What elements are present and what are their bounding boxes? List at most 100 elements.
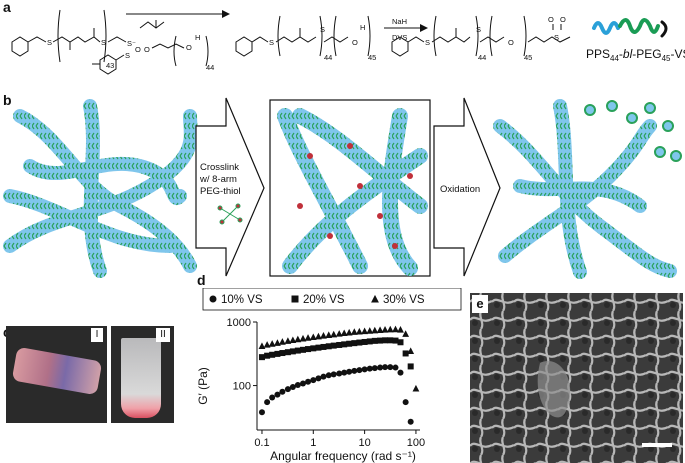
data-point-circle (366, 365, 373, 372)
data-point-triangle (294, 335, 302, 343)
data-point-square (305, 346, 312, 353)
data-point-circle (299, 380, 306, 387)
sem-texture (470, 293, 683, 463)
series-triangle (258, 325, 420, 392)
chart-marks (258, 325, 420, 425)
svg-text:S: S (425, 38, 430, 47)
legend-box (202, 288, 462, 311)
crosslink-dots (297, 143, 413, 249)
data-point-triangle (376, 326, 384, 333)
x-tick-label: 1 (310, 437, 316, 449)
data-point-square (289, 348, 296, 355)
data-point-triangle (335, 330, 343, 337)
data-point-square (341, 341, 348, 348)
data-point-circle (320, 373, 327, 380)
data-point-circle (387, 364, 394, 371)
oxidation-label: Oxidation (440, 184, 480, 195)
svg-text:45: 45 (368, 53, 376, 62)
legend-label: 20% VS (303, 294, 345, 306)
data-point-square (397, 339, 404, 346)
data-point-triangle (278, 338, 286, 345)
photo-vial-II: II (111, 326, 174, 423)
data-point-triangle (366, 327, 374, 334)
svg-text:DVS: DVS (392, 33, 407, 42)
data-point-triangle (361, 327, 369, 335)
data-point-circle (361, 366, 368, 373)
data-point-square (310, 345, 317, 352)
data-point-circle (341, 369, 348, 376)
data-point-circle (315, 375, 322, 382)
svg-text:45: 45 (524, 53, 532, 62)
product-label: PPS44-bl-PEG45-VS (586, 47, 685, 63)
panel-label-b: b (3, 92, 12, 108)
panel-label-a: a (3, 0, 11, 15)
svg-text:S: S (476, 25, 481, 34)
panel-label-e: e (472, 295, 488, 313)
data-point-circle (269, 394, 276, 401)
data-point-square (284, 349, 291, 356)
data-point-square (377, 337, 384, 344)
benzene-ring-1 (11, 36, 29, 57)
data-point-circle (392, 364, 399, 371)
data-point-triangle (309, 333, 317, 341)
y-axis-label: G′ (Pa) (196, 367, 210, 405)
data-point-triangle (386, 325, 394, 333)
data-point-triangle (315, 332, 322, 340)
data-point-square (392, 337, 399, 344)
data-point-circle (294, 382, 301, 389)
data-point-circle (346, 368, 353, 375)
series-square (258, 337, 414, 370)
data-point-circle (382, 364, 389, 371)
data-point-square (387, 337, 394, 344)
series-circle (258, 364, 414, 425)
svg-text:S⁻: S⁻ (127, 39, 136, 48)
fiber-network-zoom (277, 108, 428, 276)
data-point-square (346, 340, 353, 347)
svg-text:O: O (508, 38, 514, 47)
data-point-triangle (274, 339, 281, 346)
data-point-square (336, 341, 343, 348)
svg-text:O: O (135, 45, 141, 54)
data-point-square (269, 351, 276, 358)
data-point-triangle (345, 328, 353, 336)
legend-label: 30% VS (383, 294, 425, 306)
data-point-square (325, 343, 332, 350)
svg-text:S: S (125, 51, 130, 60)
crosslink-label-3: PEG-thiol (200, 186, 241, 197)
svg-text:S: S (554, 33, 559, 42)
sem-image: e (470, 293, 683, 463)
data-point-triangle (350, 328, 358, 335)
data-point-square (315, 344, 322, 351)
cuvette (121, 338, 161, 418)
scheme-b: Crosslink w/ 8-arm PEG-thiol Oxidation (3, 97, 682, 279)
micelles (584, 100, 682, 162)
data-point-circle (279, 388, 286, 395)
data-point-triangle (258, 342, 266, 349)
svg-text:O: O (352, 38, 358, 47)
data-point-circle (284, 386, 291, 393)
data-point-circle (264, 399, 271, 406)
data-point-triangle (397, 325, 404, 333)
photo-label-II: II (156, 328, 170, 342)
svg-text:O: O (186, 43, 192, 52)
data-point-triangle (402, 330, 410, 337)
svg-text:NaH: NaH (392, 17, 407, 26)
svg-text:S: S (47, 38, 52, 47)
svg-text:43: 43 (106, 61, 114, 70)
data-point-circle (402, 399, 409, 406)
data-point-square (366, 338, 373, 345)
x-tick-label: 10 (358, 437, 370, 449)
data-point-circle (305, 378, 312, 385)
data-point-triangle (355, 327, 363, 335)
data-point-triangle (268, 340, 276, 347)
scale-bar (642, 443, 672, 447)
svg-text:44: 44 (324, 53, 332, 62)
crosslink-label-1: Crosslink (200, 162, 239, 173)
data-point-triangle (263, 341, 271, 348)
x-tick-label: 100 (407, 437, 425, 449)
svg-text:H: H (360, 23, 365, 32)
data-point-square (402, 350, 409, 357)
